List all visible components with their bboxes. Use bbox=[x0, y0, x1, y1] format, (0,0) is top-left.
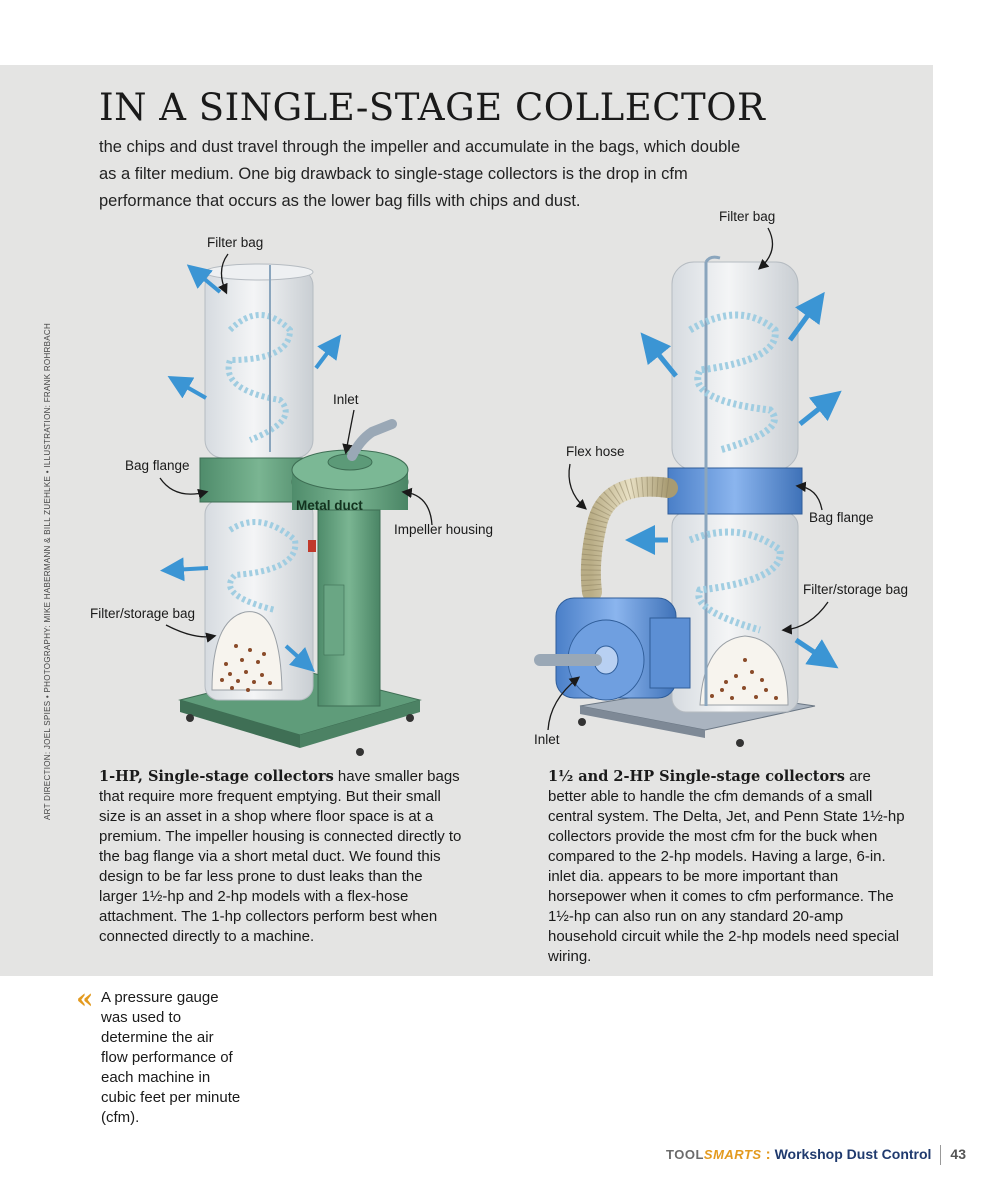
column-2hp-body: are better able to handle the cfm demand… bbox=[548, 768, 905, 965]
headline: IN A SINGLE-STAGE COLLECTOR bbox=[99, 86, 766, 129]
column-1hp-body: have smaller bags that require more freq… bbox=[99, 768, 462, 945]
label-inlet-right: Inlet bbox=[534, 732, 560, 747]
label-inlet-left: Inlet bbox=[333, 392, 359, 407]
left-dust-pile bbox=[211, 611, 283, 691]
left-inlet-hose bbox=[347, 419, 397, 461]
left-collector-drawing bbox=[160, 263, 422, 756]
label-filter-bag-left: Filter bag bbox=[207, 235, 264, 250]
column-2hp-lead: 1½ and 2-HP Single-stage collectors bbox=[548, 768, 845, 785]
column-2hp: 1½ and 2-HP Single-stage collectors are … bbox=[548, 767, 913, 967]
label-metal-duct: Metal duct bbox=[296, 498, 363, 513]
label-filter-storage-bag-right: Filter/storage bag bbox=[803, 582, 909, 597]
footer-brand-smarts: SMARTS bbox=[703, 1146, 762, 1162]
footer-divider bbox=[940, 1145, 942, 1165]
label-bag-flange-right: Bag flange bbox=[809, 510, 874, 525]
label-filter-bag-right: Filter bag bbox=[719, 209, 776, 224]
right-bag-flange bbox=[667, 467, 803, 515]
footer-section-title: Workshop Dust Control bbox=[774, 1145, 932, 1162]
pullquote-mark: « bbox=[76, 982, 94, 1015]
pullquote: A pressure gauge was used to determine t… bbox=[101, 989, 241, 1126]
leader-lines bbox=[159, 227, 829, 731]
footer-colon: : bbox=[765, 1145, 771, 1163]
right-flex-hose bbox=[580, 476, 678, 602]
right-upper-filter-bag bbox=[671, 261, 799, 471]
label-impeller-housing: Impeller housing bbox=[394, 522, 494, 537]
label-bag-flange-left: Bag flange bbox=[125, 458, 190, 473]
intro-paragraph: the chips and dust travel through the im… bbox=[99, 138, 741, 210]
right-collector-drawing bbox=[534, 255, 842, 747]
left-upper-filter-bag bbox=[204, 267, 314, 459]
left-power-switch bbox=[308, 540, 316, 552]
label-filter-storage-bag-left: Filter/storage bag bbox=[90, 606, 196, 621]
column-1hp-lead: 1-HP, Single-stage collectors bbox=[99, 768, 334, 785]
footer-brand-tool: TOOL bbox=[666, 1146, 704, 1162]
label-flex-hose: Flex hose bbox=[566, 444, 625, 459]
page-footer: TOOLSMARTS:Workshop Dust Control 43 bbox=[666, 1145, 966, 1165]
column-1hp: 1-HP, Single-stage collectors have small… bbox=[99, 767, 464, 947]
page-number: 43 bbox=[950, 1145, 966, 1162]
